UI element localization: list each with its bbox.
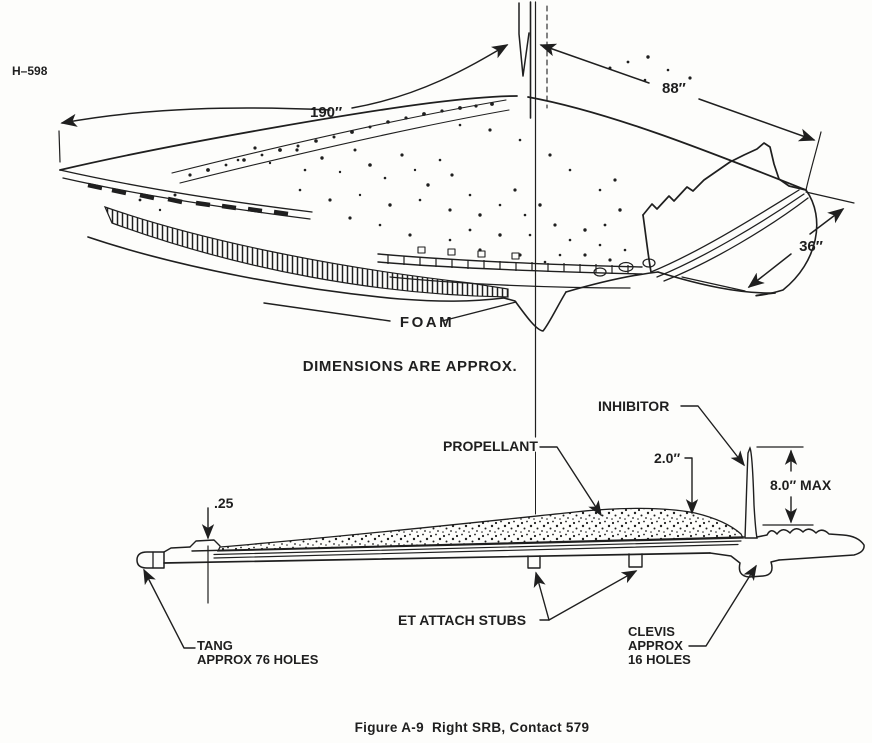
dimensions-note: DIMENSIONS ARE APPROX. <box>303 358 518 375</box>
dim-36-label: 36″ <box>799 238 823 255</box>
clevis-leader <box>688 564 757 647</box>
inhibitor-leader <box>680 405 745 467</box>
labels: H–598 190″ 88″ 36″ FOAM DIMENSIONS ARE A… <box>12 64 832 735</box>
et-stub-leader-left <box>533 571 550 621</box>
dimension-88 <box>539 43 822 191</box>
foam-leaders <box>263 301 517 322</box>
top-view-fragment <box>58 1 855 515</box>
insulation-step <box>189 539 221 548</box>
inner-foam-strip <box>171 99 510 184</box>
flange-wall <box>642 214 652 273</box>
right-edge <box>755 189 818 297</box>
tang-label-line1: TANG <box>197 638 233 653</box>
dimension-20 <box>684 457 699 515</box>
dim-88-label: 88″ <box>662 80 686 97</box>
et-attach-stubs <box>527 553 643 569</box>
propellant-section <box>216 507 745 552</box>
propellant-leader <box>539 446 602 517</box>
dimension-80-max <box>756 446 814 526</box>
foam-label: FOAM <box>400 314 454 331</box>
section-view <box>136 405 865 649</box>
callout-leaders <box>143 405 757 649</box>
dimension-36 <box>681 191 855 292</box>
dim-20-label: 2.0″ <box>654 450 680 466</box>
foam-hatched-band <box>103 205 509 298</box>
projection-lines <box>518 1 548 515</box>
clevis-label-line1: CLEVIS <box>628 624 675 639</box>
doc-number-label: H–598 <box>12 64 48 78</box>
aft-flange <box>593 142 809 282</box>
dim-025-label: .25 <box>214 495 234 511</box>
apex-notch <box>518 2 530 77</box>
tang-end <box>136 539 221 569</box>
figure-caption: Figure A-9 Right SRB, Contact 579 <box>355 720 590 735</box>
bottom-edge <box>87 236 505 302</box>
tang-label-line2: APPROX 76 HOLES <box>197 652 319 667</box>
dim-190-label: 190″ <box>310 104 342 121</box>
surface-speckles <box>138 55 692 264</box>
et-attach-label: ET ATTACH STUBS <box>398 612 526 628</box>
inhibitor-label: INHIBITOR <box>598 398 669 414</box>
flange-jagged-crest <box>642 142 807 216</box>
clevis-label-line2: APPROX <box>628 638 683 653</box>
dim-80-max-label: 8.0″ MAX <box>770 477 832 493</box>
inhibitor-fin <box>744 446 758 539</box>
aft-edge-rail <box>377 246 643 289</box>
top-edge-right <box>527 96 807 191</box>
bottom-notch <box>503 291 567 332</box>
top-edge <box>59 95 518 171</box>
et-stub-leader-right <box>548 570 638 621</box>
tang-leader <box>143 568 196 649</box>
dimension-190 <box>58 44 509 163</box>
fragment-outline <box>59 95 818 332</box>
propellant-label: PROPELLANT <box>443 438 538 454</box>
foam-chunk-dashes <box>87 182 289 217</box>
clevis-label-line3: 16 HOLES <box>628 652 691 667</box>
leading-edge-bands <box>59 169 509 298</box>
